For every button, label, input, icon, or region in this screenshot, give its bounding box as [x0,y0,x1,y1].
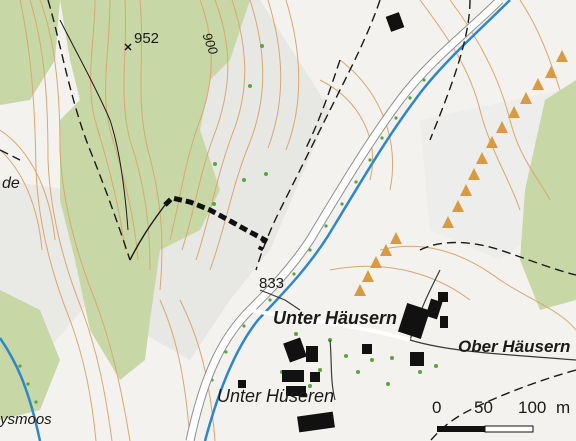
place-label-unter-haeusern: Unter Häusern [273,308,397,328]
scale-bar-tick-0: 0 [432,398,441,417]
peak-cross-icon [124,43,132,51]
forest-area [0,0,60,105]
buildings [238,12,448,433]
scale-bar-tick-100: 100 [518,398,546,417]
forest-area [0,290,60,420]
main-road[interactable] [186,0,503,441]
scale-bar-unit: m [556,398,570,417]
vegetation-dots [212,44,438,388]
cliff-symbols [354,50,568,296]
place-label-unter-hueseren: Unter Hüseren [217,386,334,406]
river [203,0,511,441]
peak-elevation-label: 952 [134,30,159,47]
place-label-partial-bottom-left: ysmoos [0,411,52,428]
forest-area [520,80,576,310]
contour-elevation-label: 900 [200,31,222,57]
place-label-partial-left: de [2,175,20,192]
secondary-roads[interactable] [249,308,411,342]
scale-bar-tick-50: 50 [474,398,493,417]
scale-bar-segment-black [437,426,485,432]
river [0,337,42,441]
scale-bar: 0 50 100 m [432,398,570,433]
path-segment[interactable] [59,19,129,231]
place-label-ober-haeusern: Ober Häusern [458,337,570,356]
spot-elevation-label: 833 [259,275,284,292]
forest-area [60,0,250,380]
scale-bar-segment-white [484,425,534,433]
forest-track[interactable] [163,195,269,252]
path-segment[interactable] [129,204,166,261]
